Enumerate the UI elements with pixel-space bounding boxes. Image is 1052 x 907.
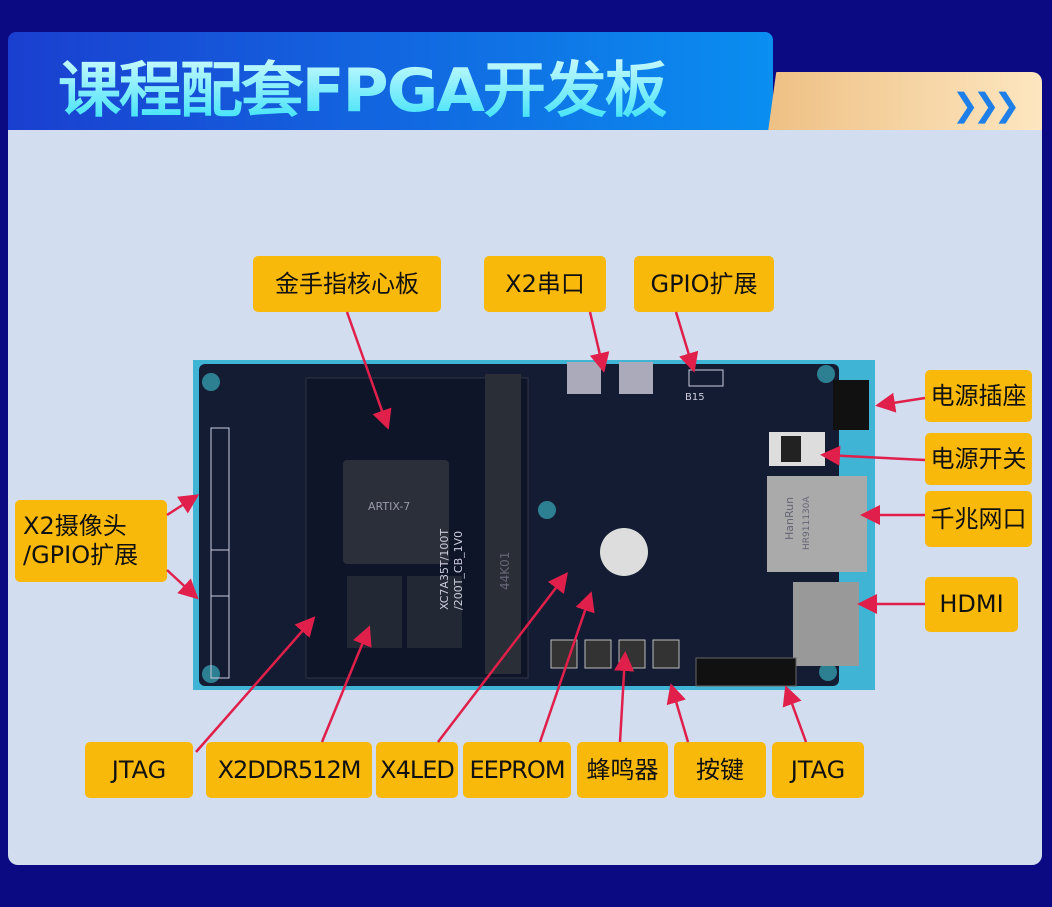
label-camera-line1: X2摄像头 [23, 512, 127, 541]
slot-silk: 44K01 [498, 552, 512, 590]
eth-model: HR911130A [802, 496, 812, 550]
label-camera-line2: /GPIO扩展 [23, 541, 139, 569]
header-tab [768, 72, 1042, 132]
chip-silk: ARTIX-7 [368, 500, 410, 513]
label-camera-gpio: X2摄像头 /GPIO扩展 [15, 500, 167, 582]
label-buzzer: 蜂鸣器 [577, 742, 668, 798]
silk-part: XC7A35T/100T [438, 529, 451, 610]
triple-chevron-right-icon[interactable]: ❯❯❯ [952, 86, 1020, 124]
fpga-board-photo: ARTIX-7 XC7A35T/100T /200T_CB_1V0 44K01 … [193, 360, 875, 690]
label-power-socket: 电源插座 [925, 370, 1032, 422]
label-jtag-right: JTAG [772, 742, 864, 798]
label-gpio: GPIO扩展 [634, 256, 774, 312]
label-core-board: 金手指核心板 [253, 256, 441, 312]
silk-version: /200T_CB_1V0 [452, 531, 465, 610]
label-power-switch: 电源开关 [925, 433, 1032, 485]
label-eeprom: EEPROM [463, 742, 571, 798]
label-ddr: X2DDR512M [206, 742, 372, 798]
label-hdmi: HDMI [925, 577, 1018, 632]
label-keys: 按键 [674, 742, 766, 798]
label-led: X4LED [376, 742, 458, 798]
eth-brand: HanRun [783, 497, 796, 540]
label-ethernet: 千兆网口 [925, 491, 1032, 547]
label-jtag-left: JTAG [85, 742, 193, 798]
gpio-silk: B15 [685, 392, 705, 403]
page-title: 课程配套FPGA开发板 [58, 42, 668, 129]
header-banner [8, 32, 773, 132]
label-uart: X2串口 [484, 256, 606, 312]
